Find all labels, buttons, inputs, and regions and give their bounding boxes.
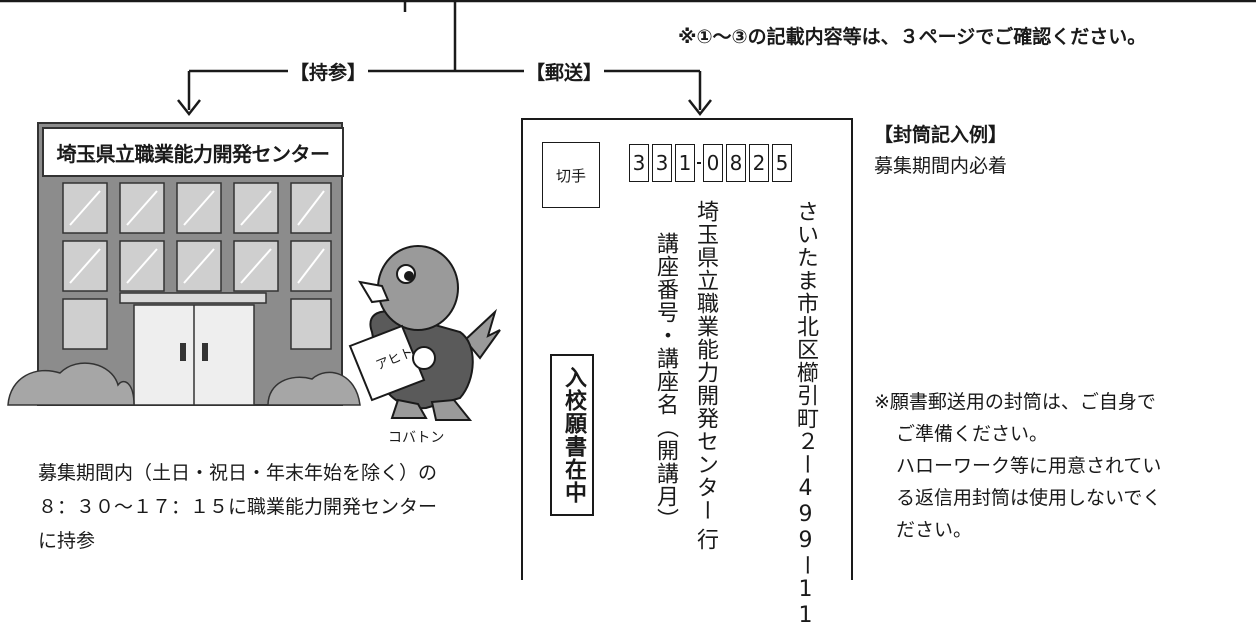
envelope-course-line: 講座番号・講座名（開講月） (653, 232, 678, 531)
envelope-sample: 切手 3 3 1 0 8 2 5 さいたま市北区櫛引町２ー499ー11 埼玉県立… (521, 118, 853, 629)
mascot-name-label: コバトン (388, 430, 445, 446)
envelope-example-subtitle: 募集期間内必着 (874, 155, 1008, 177)
envelope-address: さいたま市北区櫛引町２ー499ー11 (793, 200, 818, 629)
postal-code-digit: 3 (629, 144, 649, 182)
postal-code-digit: 3 (652, 144, 672, 182)
postal-code-digit: 2 (749, 144, 769, 182)
carry-instructions: 募集期間内（土日・祝日・年末年始を除く）の ８：３０～１７：１５に職業能力開発セ… (38, 456, 508, 558)
stamp-box: 切手 (542, 142, 600, 208)
postal-code-separator (697, 162, 701, 164)
envelope-recipient: 埼玉県立職業能力開発センター (693, 200, 718, 522)
envelope-note-line: ださい。 (896, 519, 973, 541)
postal-code-digit: 0 (703, 144, 723, 182)
route-label-mail: 【郵送】 (524, 58, 605, 85)
kobaton-mascot-illustration: アヒト (348, 245, 501, 421)
postal-code-digit: 1 (675, 144, 695, 182)
envelope-example-title: 【封筒記入例】 (874, 124, 1008, 146)
envelope-note-line: ※願書郵送用の封筒は、ご自身で (874, 391, 1156, 413)
envelope-note-line: ご準備ください。 (896, 423, 1049, 445)
carry-instructions-line: に持参 (38, 530, 96, 552)
flow-connectors (0, 0, 1256, 117)
envelope-note-line: る返信用封筒は使用しないでく (896, 487, 1162, 509)
envelope-note-line: ハローワーク等に用意されてい (896, 455, 1162, 477)
carry-instructions-line: 募集期間内（土日・祝日・年末年始を除く）の (38, 462, 438, 484)
postal-code-digit: 8 (726, 144, 746, 182)
postal-code-digit: 5 (772, 144, 792, 182)
building-name-sign: 埼玉県立職業能力開発センター (42, 127, 344, 177)
carry-instructions-line: ８：３０～１７：１５に職業能力開発センター (38, 496, 438, 518)
postal-code-boxes: 3 3 1 0 8 2 5 (629, 144, 792, 182)
route-label-carry: 【持参】 (288, 58, 369, 85)
envelope-recipient-suffix: 行 (693, 528, 718, 551)
envelope-note: ※願書郵送用の封筒は、ご自身で ご準備ください。 ハローワーク等に用意されてい … (874, 386, 1254, 546)
enclosure-label: 入校願書在中 (550, 354, 594, 516)
page-reference-note: ※①～③の記載内容等は、３ページでご確認ください。 (678, 26, 1147, 48)
